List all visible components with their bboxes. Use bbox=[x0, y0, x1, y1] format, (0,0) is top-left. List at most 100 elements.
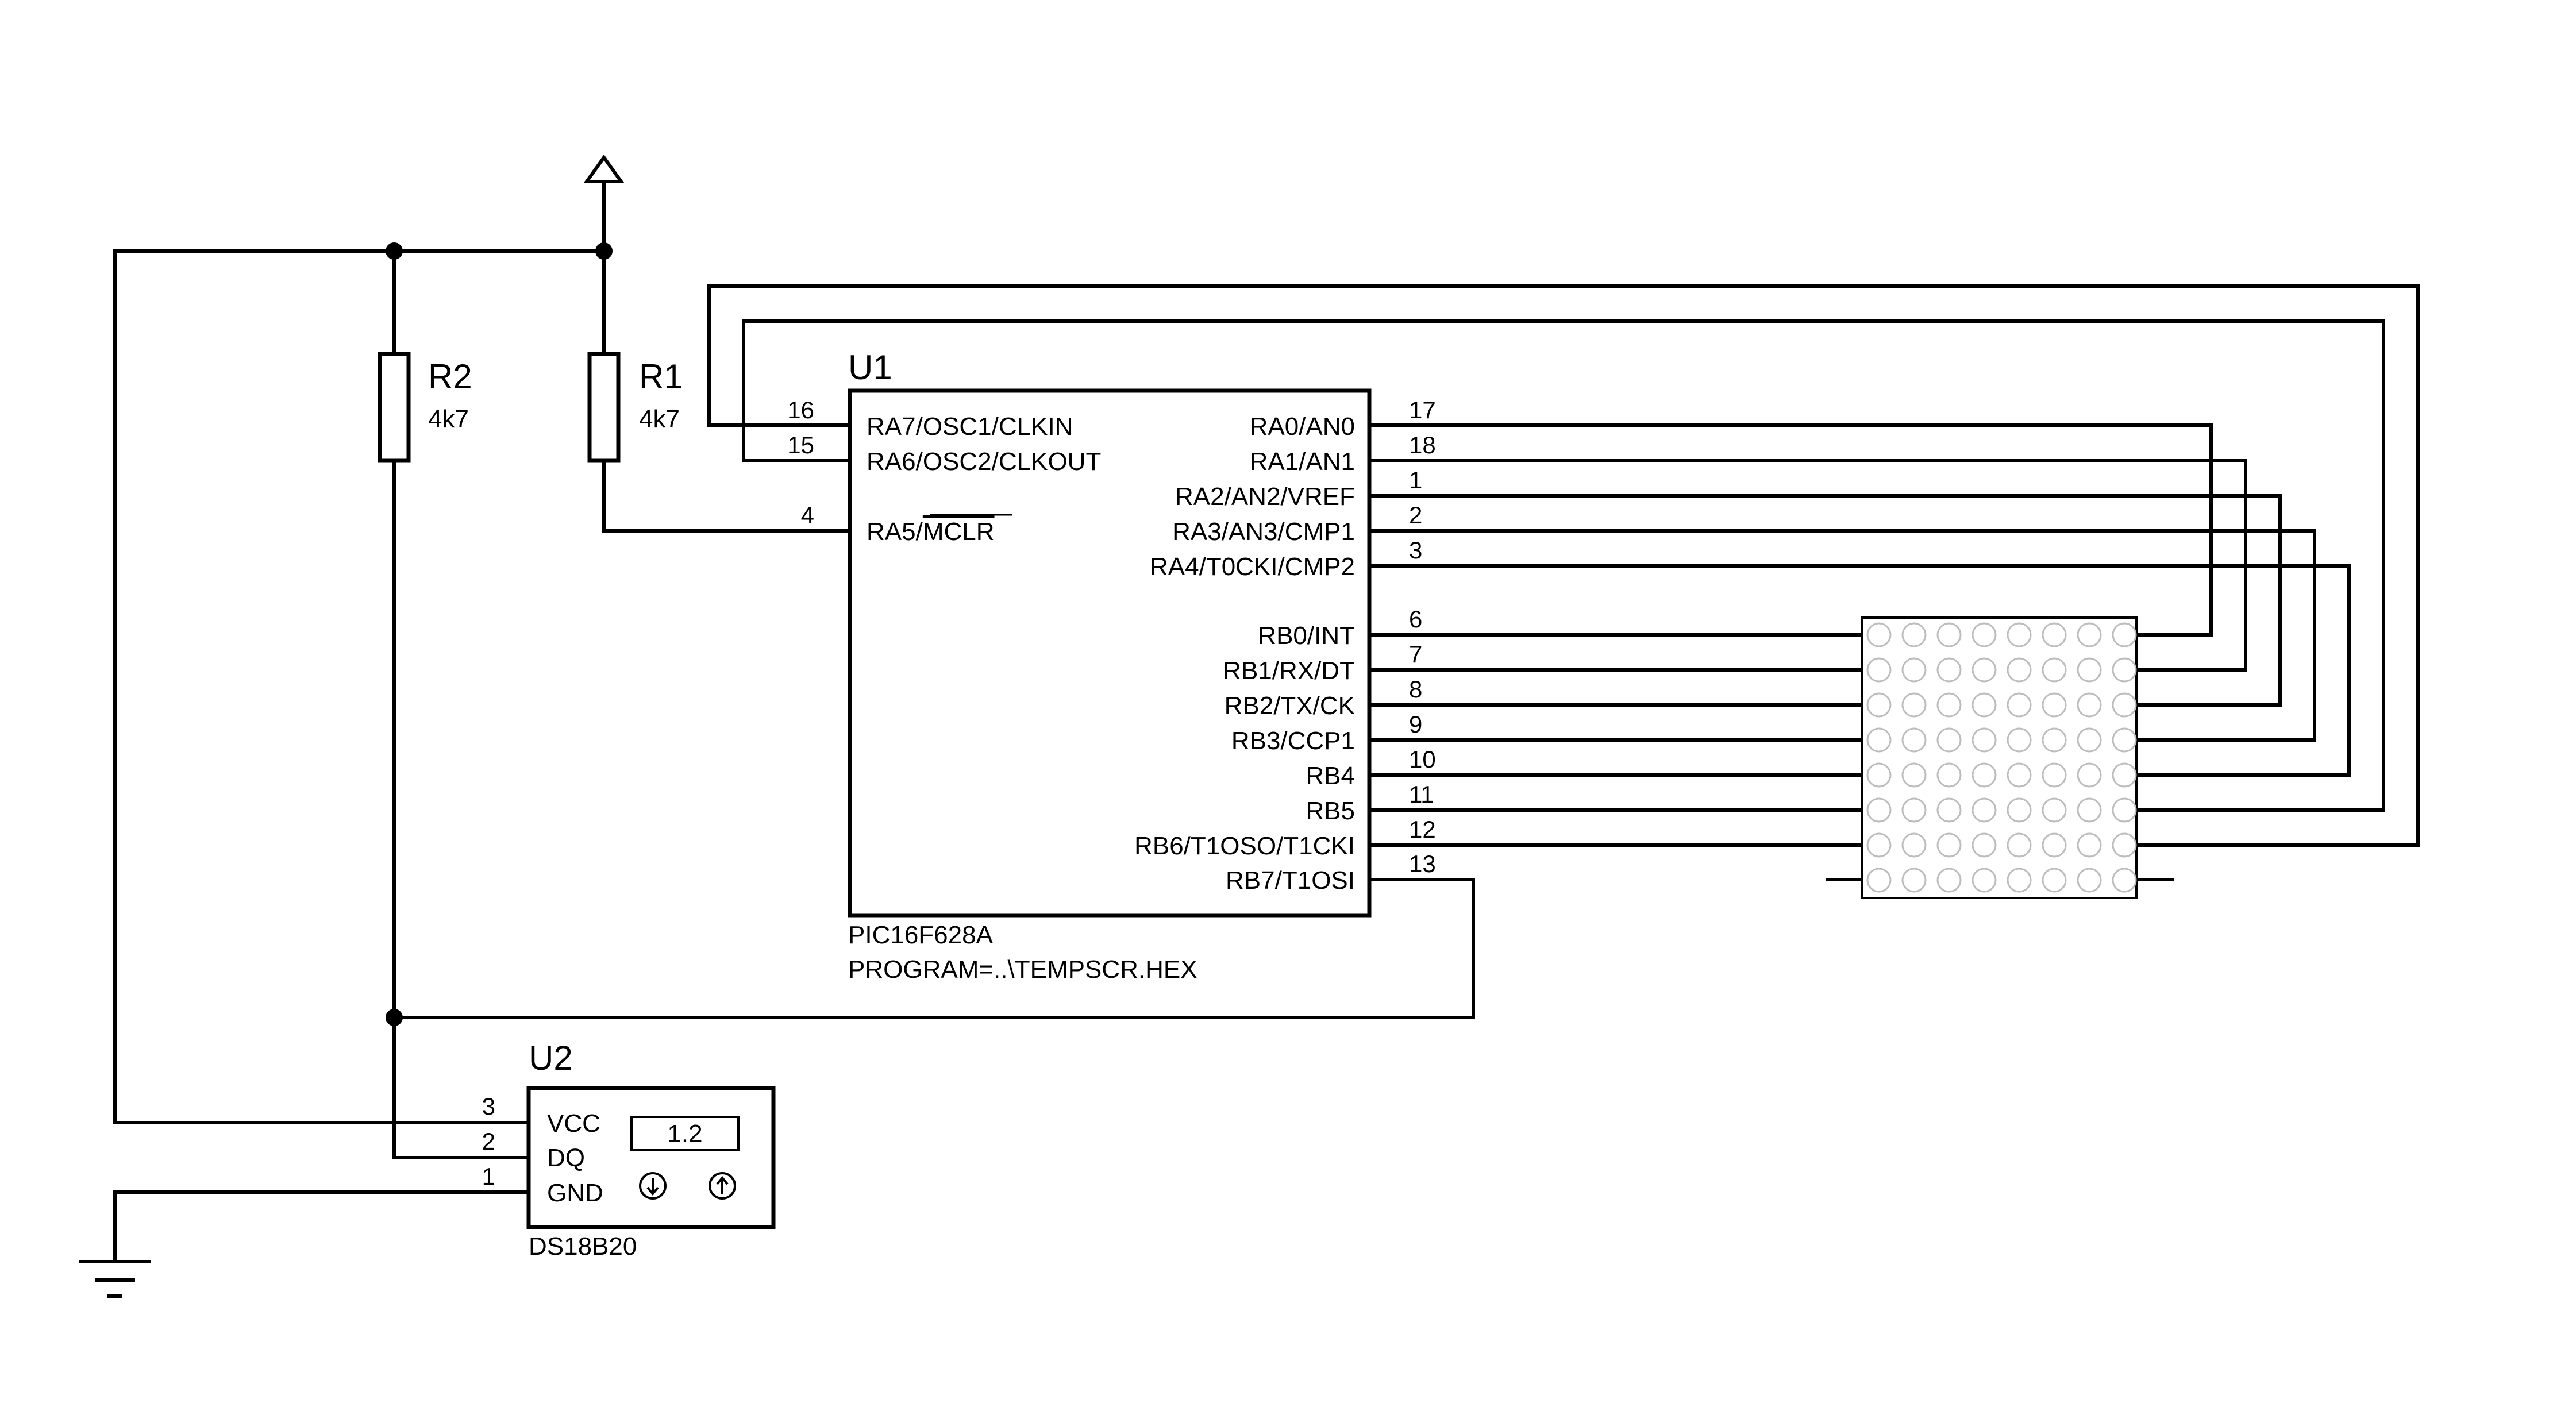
u1-right-pin-num: 13 bbox=[1409, 850, 1436, 877]
u1-right-pin-num: 6 bbox=[1409, 606, 1422, 633]
u1-right-pin-num: 8 bbox=[1409, 676, 1422, 703]
led-matrix[interactable] bbox=[1861, 616, 2138, 899]
led-dot bbox=[2112, 727, 2137, 753]
led-dot bbox=[1866, 832, 1892, 858]
u1-right-pin-num: 2 bbox=[1409, 502, 1422, 529]
down-arrow-icon[interactable] bbox=[639, 1172, 667, 1200]
led-dot bbox=[1972, 832, 1997, 858]
led-dot bbox=[2042, 832, 2067, 858]
u1-right-pin-num: 1 bbox=[1409, 467, 1422, 494]
u1-left-pin-num: 4 bbox=[801, 502, 814, 529]
u2-pin-num: 1 bbox=[482, 1163, 495, 1190]
led-dot bbox=[1866, 762, 1892, 788]
led-dot bbox=[1936, 868, 1962, 893]
led-dot bbox=[2077, 692, 2102, 718]
u1-right-pin-name: RB1/RX/DT bbox=[1223, 657, 1355, 685]
u1-left-pin-num: 15 bbox=[787, 431, 814, 458]
u2-ref: U2 bbox=[529, 1039, 573, 1077]
led-dot bbox=[2042, 657, 2067, 683]
led-dot bbox=[2077, 622, 2102, 647]
u2-pin-name: VCC bbox=[547, 1109, 600, 1138]
microcontroller-u1[interactable]: U1 PIC16F628A PROGRAM=..\TEMPSCR.HEX 16 … bbox=[787, 348, 1435, 984]
u1-right-pin-num: 9 bbox=[1409, 711, 1422, 738]
led-dot bbox=[1972, 657, 1997, 683]
led-dot bbox=[2042, 797, 2067, 823]
led-dot bbox=[2007, 622, 2032, 647]
led-dot bbox=[1972, 727, 1997, 753]
led-dot bbox=[1936, 692, 1962, 718]
led-dot bbox=[2007, 868, 2032, 893]
led-dot bbox=[2077, 868, 2102, 893]
u1-left-pin-name: RA6/OSC2/CLKOUT bbox=[867, 448, 1101, 476]
led-dot bbox=[2042, 622, 2067, 647]
led-dot bbox=[1936, 622, 1962, 647]
u1-right-pin-name: RB6/T1OSO/T1CKI bbox=[1134, 832, 1355, 860]
u1-right-pin-name: RB5 bbox=[1306, 797, 1355, 825]
led-dot bbox=[2007, 727, 2032, 753]
led-dot bbox=[1972, 692, 1997, 718]
led-dot bbox=[2077, 727, 2102, 753]
u1-ref: U1 bbox=[848, 348, 892, 387]
u1-program: PROGRAM=..\TEMPSCR.HEX bbox=[848, 955, 1197, 984]
u1-right-pin-num: 3 bbox=[1409, 537, 1422, 564]
power-terminal-icon bbox=[583, 154, 625, 253]
up-arrow-icon[interactable] bbox=[709, 1172, 736, 1200]
led-dot bbox=[2112, 797, 2137, 823]
led-dot bbox=[2007, 692, 2032, 718]
led-dot bbox=[2007, 797, 2032, 823]
u1-right-pin-num: 11 bbox=[1409, 781, 1434, 808]
led-dot bbox=[1901, 762, 1927, 788]
u1-right-pin-name: RB2/TX/CK bbox=[1225, 692, 1355, 720]
led-dot bbox=[1866, 797, 1892, 823]
led-dot bbox=[2077, 797, 2102, 823]
led-dot bbox=[1901, 797, 1927, 823]
u1-left-pin-name: RA7/OSC1/CLKIN bbox=[867, 413, 1073, 441]
led-dot bbox=[1866, 868, 1892, 893]
led-dot bbox=[2112, 692, 2137, 718]
u1-right-pin-num: 12 bbox=[1409, 816, 1436, 843]
u1-right-pin-name: RB3/CCP1 bbox=[1231, 727, 1355, 755]
ground-icon bbox=[79, 1260, 151, 1298]
led-dot bbox=[2007, 832, 2032, 858]
u1-right-pin-name: RB0/INT bbox=[1258, 622, 1355, 650]
u1-right-pin-name: RB7/T1OSI bbox=[1226, 866, 1355, 895]
u1-right-pin-name: RA0/AN0 bbox=[1250, 413, 1355, 441]
led-grid bbox=[1866, 622, 2137, 893]
led-dot bbox=[2112, 657, 2137, 683]
led-dot bbox=[2112, 868, 2137, 893]
led-dot bbox=[2112, 832, 2137, 858]
led-dot bbox=[2112, 622, 2137, 647]
led-dot bbox=[1936, 657, 1962, 683]
u2-pin-num: 2 bbox=[482, 1128, 495, 1155]
u1-left-pin-num: 16 bbox=[787, 396, 814, 423]
led-dot bbox=[1936, 727, 1962, 753]
u2-pin-num: 3 bbox=[482, 1093, 495, 1120]
u1-right-pin-name: RB4 bbox=[1306, 762, 1355, 790]
led-dot bbox=[1936, 762, 1962, 788]
led-dot bbox=[1901, 727, 1927, 753]
u1-right-pin-num: 10 bbox=[1409, 746, 1436, 773]
r2-value: 4k7 bbox=[428, 405, 469, 433]
led-dot bbox=[2007, 762, 2032, 788]
led-dot bbox=[2042, 727, 2067, 753]
resistor-r2[interactable]: R2 4k7 bbox=[378, 352, 472, 463]
sensor-u2[interactable]: U2 DS18B20 3 VCC 2 DQ 1 GND 1.2 bbox=[482, 1039, 776, 1261]
led-dot bbox=[2077, 762, 2102, 788]
led-dot bbox=[2042, 762, 2067, 788]
resistor-r1[interactable]: R1 4k7 bbox=[587, 352, 683, 463]
led-dot bbox=[1972, 762, 1997, 788]
u1-right-pin-name: RA4/T0CKI/CMP2 bbox=[1150, 553, 1355, 581]
led-dot bbox=[1936, 832, 1962, 858]
u1-right-pin-name: RA1/AN1 bbox=[1250, 448, 1355, 476]
u1-right-pin-name: RA3/AN3/CMP1 bbox=[1172, 518, 1355, 546]
u1-left-pin-name-mclr: RA5/MCLR bbox=[867, 518, 995, 546]
u1-part: PIC16F628A bbox=[848, 921, 994, 949]
led-dot bbox=[1866, 727, 1892, 753]
u1-right-pin-num: 7 bbox=[1409, 641, 1422, 668]
led-dot bbox=[2112, 762, 2137, 788]
led-dot bbox=[1866, 692, 1892, 718]
led-dot bbox=[2007, 657, 2032, 683]
led-dot bbox=[2077, 832, 2102, 858]
led-dot bbox=[2042, 868, 2067, 893]
led-dot bbox=[1972, 797, 1997, 823]
